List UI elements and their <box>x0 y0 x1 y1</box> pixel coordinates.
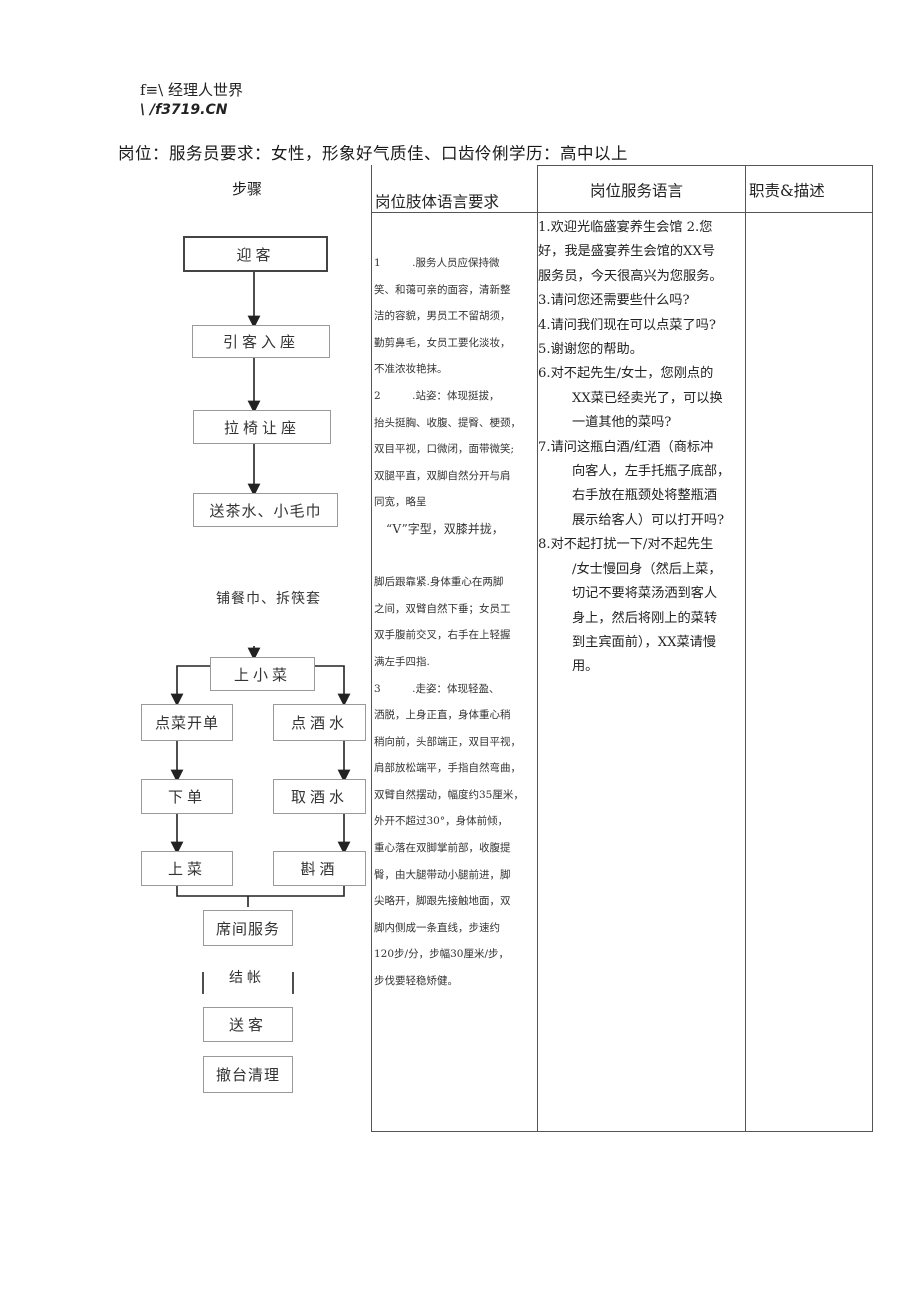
service-language-line: 1.欢迎光临盛宴养生会馆 2.您 <box>538 220 713 235</box>
step-appetizer-label: 上小菜 <box>233 665 291 684</box>
service-language-line: 4.请问我们现在可以点菜了吗? <box>538 317 716 333</box>
header-service-language: 岗位服务语言 <box>590 182 684 200</box>
body-language-line <box>374 543 537 570</box>
body-language-line: 笑、和蔼可亲的面容，清新整 <box>374 283 511 296</box>
step-fetch-drink: 取酒水 <box>273 779 366 814</box>
body-language-line: 洒脱，上身正直，身体重心稍 <box>374 709 511 722</box>
body-language-line: 2 .站姿：体现挺拔， <box>374 389 500 402</box>
table-border-top <box>537 165 873 166</box>
step-pull-chair: 拉椅让座 <box>193 410 331 444</box>
service-language-line: 向客人，左手托瓶子底部， <box>572 464 731 480</box>
body-language-line: 外开不超过30°，身体前倾， <box>374 815 509 828</box>
step-order-dish: 点菜开单 <box>141 704 233 741</box>
table-divider-1 <box>537 165 538 1132</box>
service-language-line: 服务员，今天很高兴为您服务。 <box>538 268 723 284</box>
step-submit-order: 下单 <box>141 779 233 814</box>
step-chair-label: 拉椅让座 <box>223 418 300 437</box>
service-language-line: 6.对不起先生/女士，您刚点的 <box>538 366 714 382</box>
logo: f≡\ 经理人世界 \ /f3719.CN <box>140 80 243 120</box>
step-clear-table: 撤台清理 <box>203 1056 293 1093</box>
steps-heading: 步骤 <box>232 180 263 198</box>
body-language-line: 重心落在双脚掌前部，收腹提 <box>374 842 511 855</box>
table-border-bottom <box>371 1131 873 1132</box>
body-language-line: “V”字型，双膝并拢， <box>374 521 504 536</box>
step-table-service: 席间服务 <box>203 910 293 946</box>
service-language-line: 到主宾面前），XX菜请慢 <box>572 634 717 650</box>
logo-line-2: \ /f3719.CN <box>140 102 228 118</box>
step-serve-label: 上菜 <box>167 860 206 878</box>
body-language-line: 洁的容貌，男员工不留胡须， <box>374 310 511 323</box>
step-welcome: 迎客 <box>183 236 328 272</box>
step-farewell: 送客 <box>203 1007 293 1042</box>
step-pour-wine: 斟酒 <box>273 851 366 886</box>
step-order-drink-label: 点酒水 <box>290 714 348 732</box>
service-language-line: 3.请问您还需要些什么吗? <box>538 293 690 309</box>
body-language-line: 3 .走姿：体现轻盈、 <box>374 682 500 695</box>
step-guide-label: 引客入座 <box>222 333 299 351</box>
page-title: 岗位：服务员要求：女性，形象好气质佳、口齿伶俐学历：高中以上 <box>118 144 628 163</box>
body-language-line: 双目平视，口微闭，面带微笑; <box>374 443 515 456</box>
service-language-line: 8.对不起打扰一下/对不起先生 <box>538 537 714 553</box>
body-language-line: 双手腹前交叉，右手在上轻握 <box>374 629 511 642</box>
body-language-line: 臀，由大腿带动小腿前进，脚 <box>374 868 511 881</box>
step-table-service-label: 席间服务 <box>215 919 280 938</box>
body-language-line: 勤剪鼻毛，女员工要化淡妆， <box>374 336 511 349</box>
step-tea-label: 送茶水、小毛巾 <box>209 501 322 520</box>
step-order-drink: 点酒水 <box>273 704 366 741</box>
body-language-text: 1 .服务人员应保持微 笑、和蔼可亲的面容，清新整 洁的容貌，男员工不留胡须， … <box>374 250 537 995</box>
step-appetizer: 上小菜 <box>210 657 315 691</box>
service-language-line: 右手放在瓶颈处将整瓶酒 <box>572 488 718 504</box>
service-language-line: 5.谢谢您的帮助。 <box>538 342 643 358</box>
service-language-line: /女士慢回身（然后上菜， <box>572 561 722 577</box>
body-language-line: 稍向前，头部端正，双目平视， <box>374 735 521 748</box>
service-language-line: 用。 <box>572 659 599 675</box>
step-serve-tea: 送茶水、小毛巾 <box>193 493 338 527</box>
job-table <box>371 165 873 1132</box>
header-body-language: 岗位肢体语言要求 <box>375 193 500 211</box>
body-language-line: 抬头挺胸、收腹、提臀、梗颈， <box>374 416 521 429</box>
body-language-line: 尖略开，脚跟先接触地面，双 <box>374 895 511 908</box>
table-border-right <box>872 165 873 1132</box>
service-language-line: 好，我是盛宴养生会馆的XX号 <box>538 244 716 260</box>
service-language-text: 1.欢迎光临盛宴养生会馆 2.您 好，我是盛宴养生会馆的XX号 服务员，今天很高… <box>538 216 746 680</box>
body-language-line: 双腿平直，双脚自然分开与肩 <box>374 469 511 482</box>
table-header-divider <box>371 212 873 213</box>
service-language-line: 身上，然后将刚上的菜转 <box>572 610 718 626</box>
step-pour-label: 斟酒 <box>300 860 339 878</box>
body-language-line: 之间，双臂自然下垂；女员工 <box>374 602 511 615</box>
step-serve-dish: 上菜 <box>141 851 233 886</box>
body-language-line: 同宽，略呈 <box>374 496 427 509</box>
body-language-line: 满左手四指. <box>374 655 430 668</box>
step-farewell-label: 送客 <box>228 1016 267 1034</box>
service-language-line: 展示给客人）可以打开吗? <box>572 512 725 528</box>
step-submit-label: 下单 <box>167 788 206 806</box>
body-language-line: 120步/分，步幅30厘米/步， <box>374 948 509 961</box>
service-language-line: 一道其他的菜吗? <box>572 415 672 431</box>
body-language-line: 脚后跟靠紧.身体重心在两脚 <box>374 576 504 589</box>
step-clear-label: 撤台清理 <box>215 1066 280 1084</box>
table-divider-2 <box>745 165 746 1132</box>
flowchart-connectors <box>170 272 351 994</box>
body-language-line: 双臂自然摆动，幅度约35厘米， <box>374 788 524 801</box>
step-guide-to-seat: 引客入座 <box>192 325 330 358</box>
table-border-left <box>371 165 372 1132</box>
header-duties: 职责&描述 <box>749 182 825 200</box>
body-language-line: 不准浓妆艳抹。 <box>374 363 448 376</box>
step-checkout: 结帐 <box>229 970 265 986</box>
body-language-line: 肩部放松端平，手指自然弯曲， <box>374 762 521 775</box>
service-language-line: 7.请问这瓶白酒/红酒（商标冲 <box>538 439 714 455</box>
step-napkin: 铺餐巾、拆筷套 <box>216 591 321 607</box>
step-order-dish-label: 点菜开单 <box>154 714 219 732</box>
body-language-line: 步伐要轻稳矫健。 <box>374 975 458 988</box>
body-language-line: 1 .服务人员应保持微 <box>374 257 500 269</box>
body-language-line: 脚内侧成一条直线，步速约 <box>374 921 500 934</box>
service-language-line: XX菜已经卖光了，可以换 <box>572 390 723 406</box>
step-welcome-label: 迎客 <box>236 245 275 264</box>
service-language-line: 切记不要将菜汤洒到客人 <box>572 586 718 602</box>
logo-line-1: f≡\ 经理人世界 <box>140 81 243 99</box>
step-fetch-drink-label: 取酒水 <box>290 788 348 806</box>
